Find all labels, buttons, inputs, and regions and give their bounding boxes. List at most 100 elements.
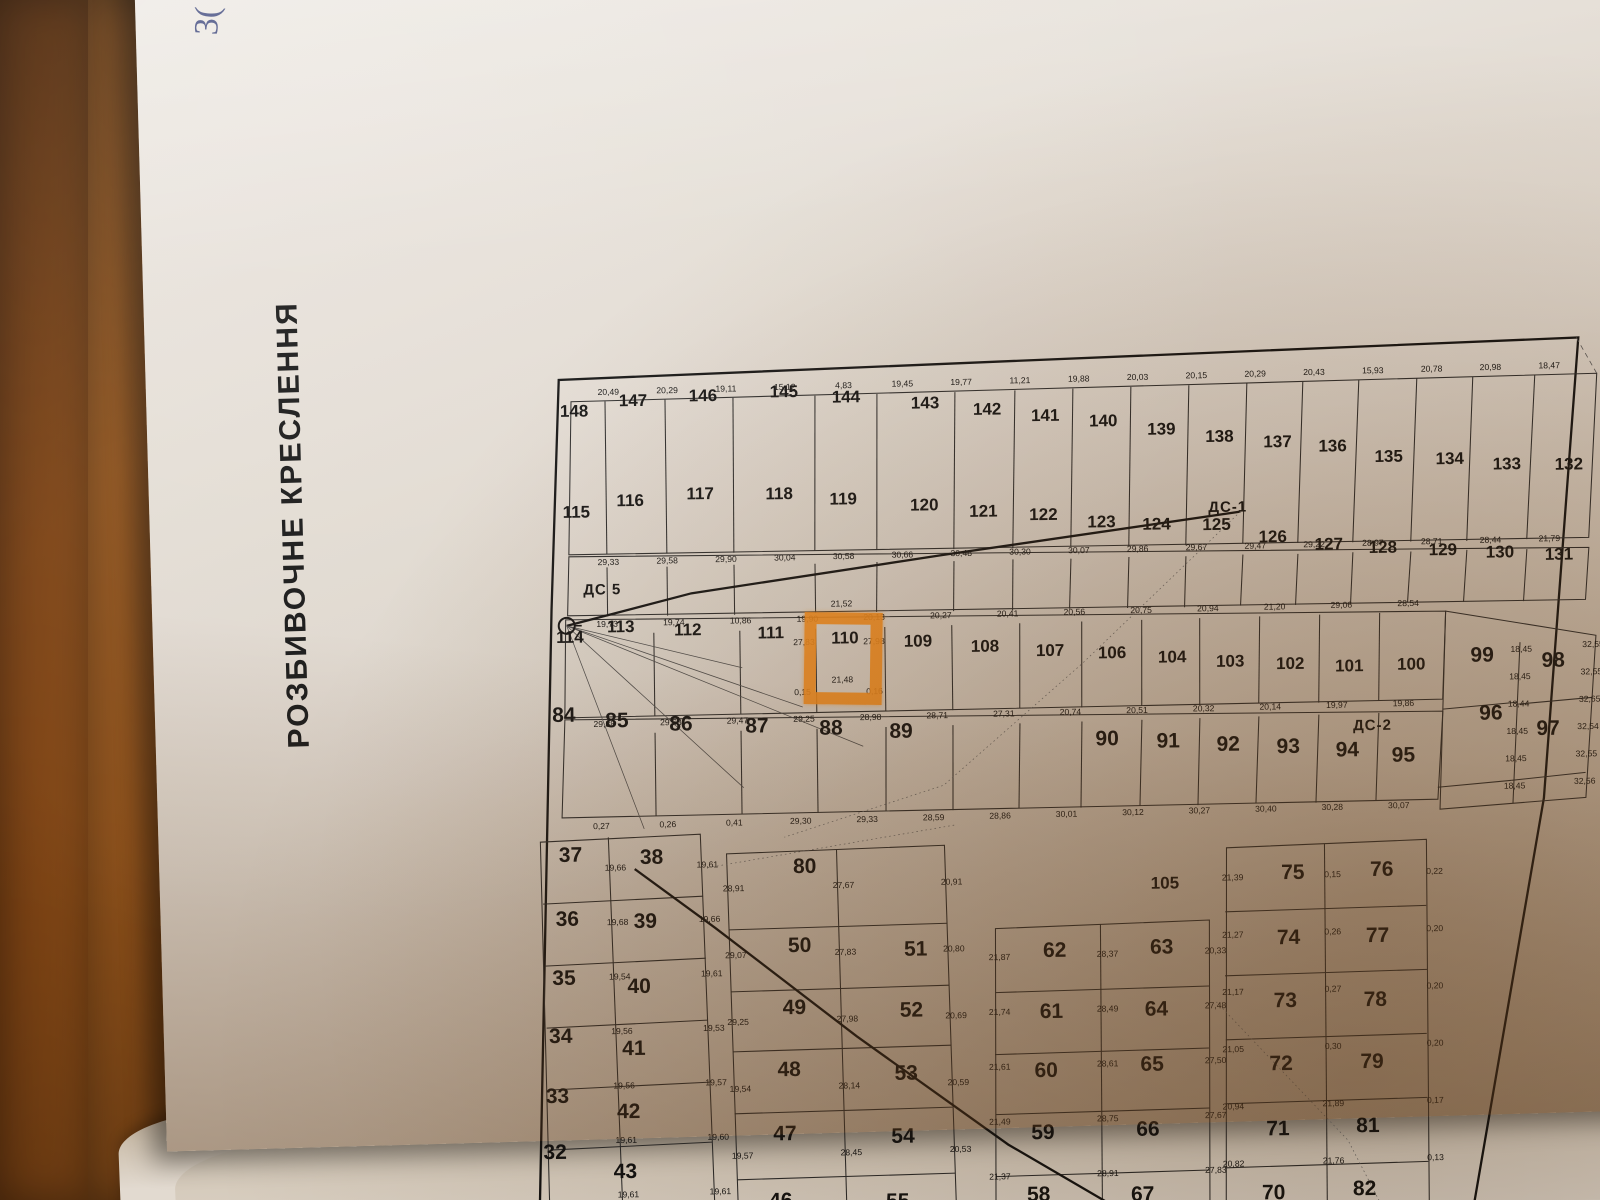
- lot-number: 109: [904, 631, 933, 650]
- dashed-boundary: [1352, 337, 1598, 1200]
- lot-number: 99: [1470, 644, 1494, 667]
- lot-number: 43: [614, 1160, 638, 1183]
- dimension-value: 0,26: [659, 819, 676, 829]
- dimension-value: 28,54: [1397, 598, 1419, 608]
- dimension-value: 19,86: [1393, 698, 1415, 708]
- dimension-value: 21,37: [989, 1171, 1011, 1181]
- lot-number: 126: [1258, 527, 1287, 546]
- dimension-value: 10,86: [730, 615, 752, 625]
- lot-number: 74: [1277, 926, 1301, 949]
- survey-plan-sheet: 3( РОЗБИВОЧНЕ КРЕСЛЕННЯ: [133, 0, 1600, 1200]
- dimension-value: 19,88: [1068, 373, 1090, 383]
- dimension-value: 30,07: [1068, 545, 1090, 555]
- zone-ds2-label: ДС-2: [1353, 717, 1392, 734]
- dimension-value: 21,79: [1539, 533, 1561, 543]
- lot-number: 70: [1262, 1181, 1286, 1200]
- lot-number: 138: [1205, 427, 1234, 446]
- lot-number: 85: [605, 709, 629, 732]
- dimension-value: 19,57: [732, 1150, 754, 1160]
- dimension-value: 27,83: [835, 947, 857, 957]
- west-diagonal: [566, 510, 1241, 627]
- highlight-dimension: 27,98: [863, 636, 885, 646]
- highlighted-lot-110[interactable]: [803, 611, 883, 705]
- lot-number: 125: [1202, 515, 1231, 534]
- lot-number: 48: [777, 1058, 801, 1081]
- dimension-value: 20,98: [1480, 362, 1502, 372]
- lot-number: 65: [1140, 1053, 1164, 1076]
- dimension-value: 32,55: [1576, 748, 1598, 758]
- dimension-value: 20,14: [1259, 701, 1281, 711]
- dimension-value: 29,25: [727, 1017, 749, 1027]
- dimension-value: 20,74: [1060, 707, 1082, 717]
- dimension-value: 20,29: [1244, 368, 1266, 378]
- lot-number: 33: [546, 1085, 570, 1108]
- dimension-value: 20,13: [863, 612, 885, 622]
- dimension-value: 30,40: [1255, 803, 1277, 813]
- lot-number: 127: [1314, 534, 1343, 553]
- dimension-value: 21,27: [1222, 929, 1244, 939]
- lot-number: 143: [911, 393, 940, 412]
- dimension-value: 29,07: [725, 950, 747, 960]
- radial-lines: [566, 625, 864, 830]
- lot-number: 73: [1274, 989, 1298, 1012]
- lot-number: 59: [1031, 1121, 1055, 1144]
- dimension-value: 20,33: [1205, 945, 1227, 955]
- dimension-value: 0,17: [1427, 1095, 1444, 1105]
- dimension-value: 15,12: [774, 382, 796, 392]
- lot-number: 144: [832, 387, 861, 406]
- dimension-value: 29,67: [1186, 542, 1208, 552]
- dimension-value: 18,45: [1505, 753, 1527, 763]
- dimension-value: 0,26: [1324, 926, 1341, 936]
- east-block-bottom: [539, 833, 719, 1200]
- dimension-value: 19,61: [615, 1135, 637, 1145]
- dimension-value: 28,37: [1097, 949, 1119, 959]
- dimension-value: 29,22: [1303, 539, 1325, 549]
- lot-number: 147: [619, 391, 648, 410]
- lot-number: 104: [1158, 647, 1187, 666]
- dimension-value: 20,29: [656, 385, 678, 395]
- dimension-value: 19,54: [730, 1084, 752, 1094]
- dimension-value: 30,12: [1122, 807, 1144, 817]
- east-block-mid1: [994, 919, 1211, 1200]
- dimension-value: 29,86: [1127, 543, 1149, 553]
- lot-number: 63: [1150, 935, 1174, 958]
- north-strip: [1437, 610, 1597, 810]
- dimension-value: 20,53: [950, 1144, 972, 1154]
- dimension-value: 18,47: [1538, 360, 1560, 370]
- dimension-value: 20,41: [997, 608, 1019, 618]
- lot-number: 71: [1266, 1117, 1290, 1140]
- dimension-value: 28,14: [839, 1080, 861, 1090]
- lot-number: 55: [886, 1190, 910, 1200]
- dimension-value: 19,74: [663, 617, 685, 627]
- dimension-value: 19,90: [797, 614, 819, 624]
- lot-number: 50: [788, 934, 812, 957]
- dimension-value: 19,56: [613, 1080, 635, 1090]
- lot-number: 142: [973, 400, 1002, 419]
- lot-number: 124: [1142, 514, 1171, 533]
- dimension-value: 20,49: [597, 387, 619, 397]
- dimension-value: 28,86: [989, 810, 1011, 820]
- dimension-value: 32,54: [1577, 721, 1599, 731]
- dimension-value: 19,61: [701, 968, 723, 978]
- dimension-value: 28,71: [1421, 536, 1443, 546]
- dimension-value: 29,30: [790, 816, 812, 826]
- lot-number: 67: [1131, 1183, 1155, 1200]
- dimension-value: 19,11: [715, 383, 736, 393]
- dimension-value: 20,69: [945, 1010, 967, 1020]
- dimension-value: 28,75: [1097, 1113, 1119, 1123]
- dimension-value: 20,56: [1064, 607, 1086, 617]
- dimension-value: 20,15: [1186, 370, 1208, 380]
- orange-highlight-box: [803, 611, 883, 705]
- lot-number: 81: [1356, 1114, 1380, 1137]
- control-point-south: [557, 616, 582, 635]
- dimension-value: 27,67: [833, 880, 855, 890]
- dimension-value: 30,30: [1009, 546, 1031, 556]
- dimension-value: 18,44: [1508, 698, 1530, 708]
- dimension-value: 29,33: [856, 814, 878, 824]
- dimension-value: 19,45: [892, 378, 914, 388]
- dimension-value: 18,45: [1504, 780, 1526, 790]
- dimension-value: 19,77: [950, 377, 972, 387]
- lot-number: 114: [556, 628, 584, 647]
- dimension-value: 20,91: [941, 876, 963, 886]
- dimension-value: 0,27: [593, 821, 610, 831]
